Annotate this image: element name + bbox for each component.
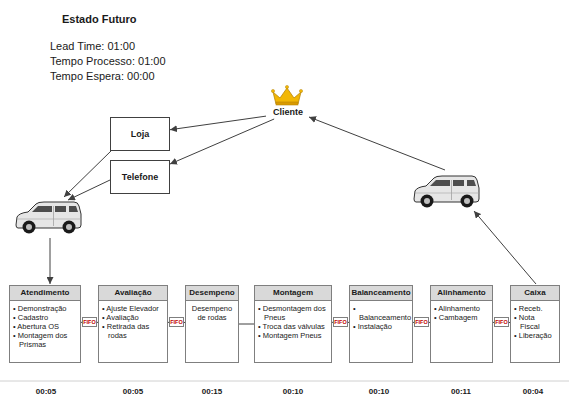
process-box: DesempenoDesempeno de rodas — [185, 285, 239, 363]
fifo-box: FIFO — [494, 317, 509, 327]
metric-note: Tempo Processo: 01:00 — [50, 55, 166, 67]
process-step: • Liberação — [514, 331, 556, 340]
car-illustration — [414, 176, 479, 208]
process-step: • Desmontagem dos Pneus — [258, 304, 328, 322]
node-label: Telefone — [122, 172, 158, 182]
flow-line — [81, 322, 82, 323]
process-step: • Troca das válvulas — [258, 322, 328, 331]
process-step: • Montagem Pneus — [258, 331, 328, 340]
cycle-time: 00:10 — [283, 387, 303, 396]
flow-line — [239, 324, 254, 325]
flow-line — [332, 322, 333, 323]
process-step: Desempeno de rodas — [189, 304, 235, 322]
process-step: • Alinhamento — [434, 304, 489, 313]
process-step: • Avaliação — [102, 313, 164, 322]
process-box: Montagem• Desmontagem dos Pneus• Troca d… — [254, 285, 332, 363]
process-title: Atendimento — [10, 286, 80, 301]
flow-line — [429, 322, 430, 323]
cycle-time: 00:05 — [36, 387, 56, 396]
process-title: Desempeno — [186, 286, 238, 301]
process-body: Desempeno de rodas — [186, 301, 238, 322]
flow-line — [348, 322, 349, 323]
channel-box: Loja — [110, 117, 170, 151]
flow-arrow — [50, 238, 51, 284]
process-step: • Nota Fiscal — [514, 313, 556, 331]
node-label: Cliente — [273, 107, 303, 117]
process-title: Balanceamento — [350, 286, 412, 301]
flow-arrow — [170, 116, 266, 130]
process-step: • Receb. — [514, 304, 556, 313]
process-step: • Balanceamento — [353, 304, 409, 322]
process-title: Montagem — [255, 286, 331, 301]
process-step: • Instalação — [353, 322, 409, 331]
cycle-time: 00:05 — [123, 387, 143, 396]
flow-arrow — [170, 119, 274, 164]
cycle-time: 00:10 — [369, 387, 389, 396]
process-step: • Montagem dos Prismas — [13, 331, 77, 349]
process-body: • Desmontagem dos Pneus• Troca das válvu… — [255, 301, 331, 340]
flow-line — [168, 322, 169, 323]
process-step: • Cadastro — [13, 313, 77, 322]
fifo-box: FIFO — [414, 317, 429, 327]
channel-box: Telefone — [110, 160, 170, 194]
flow-arrow — [309, 117, 445, 170]
process-step: • Cambagem — [434, 313, 489, 322]
flow-line — [97, 322, 98, 323]
process-box: Balanceamento• Balanceamento• Instalação — [349, 285, 413, 363]
car-illustration — [16, 202, 81, 234]
cycle-time: 00:11 — [451, 387, 471, 396]
fifo-box: FIFO — [169, 317, 184, 327]
node-label: Loja — [131, 129, 150, 139]
fifo-label: FIFO — [83, 319, 96, 325]
flow-arrow — [474, 211, 536, 284]
process-body: • Alinhamento• Cambagem — [431, 301, 492, 322]
fifo-box: FIFO — [82, 317, 97, 327]
customer-node: Cliente — [266, 107, 310, 119]
metric-note: Lead Time: 01:00 — [50, 40, 135, 52]
flow-line — [184, 322, 185, 323]
process-body: • Ajuste Elevador• Avaliação• Retirada d… — [99, 301, 167, 340]
process-title: Avaliação — [99, 286, 167, 301]
flow-line — [509, 322, 510, 323]
process-body: • Balanceamento• Instalação — [350, 301, 412, 331]
process-box: Atendimento• Demonstração• Cadastro• Abe… — [9, 285, 81, 363]
process-box: Alinhamento• Alinhamento• Cambagem — [430, 285, 493, 363]
process-box: Avaliação• Ajuste Elevador• Avaliação• R… — [98, 285, 168, 363]
flow-arrow — [68, 180, 110, 200]
fifo-label: FIFO — [334, 319, 347, 325]
timeline-line — [0, 381, 569, 382]
process-step: • Abertura OS — [13, 322, 77, 331]
cycle-time: 00:04 — [523, 387, 543, 396]
fifo-label: FIFO — [170, 319, 183, 325]
cycle-time: 00:15 — [202, 387, 222, 396]
crown-icon — [271, 85, 302, 105]
fifo-box: FIFO — [333, 317, 348, 327]
process-body: • Demonstração• Cadastro• Abertura OS• M… — [10, 301, 80, 349]
process-step: • Retirada das rodas — [102, 322, 164, 340]
flow-line — [493, 322, 494, 323]
metric-note: Tempo Espera: 00:00 — [50, 70, 155, 82]
process-step: • Demonstração — [13, 304, 77, 313]
process-title: Alinhamento — [431, 286, 492, 301]
fifo-label: FIFO — [495, 319, 508, 325]
flow-line — [413, 322, 414, 323]
process-step: • Ajuste Elevador — [102, 304, 164, 313]
fifo-label: FIFO — [415, 319, 428, 325]
process-body: • Receb.• Nota Fiscal• Liberação — [511, 301, 559, 340]
process-title: Caixa — [511, 286, 559, 301]
diagram-title: Estado Futuro — [62, 13, 137, 25]
process-box: Caixa• Receb.• Nota Fiscal• Liberação — [510, 285, 560, 363]
